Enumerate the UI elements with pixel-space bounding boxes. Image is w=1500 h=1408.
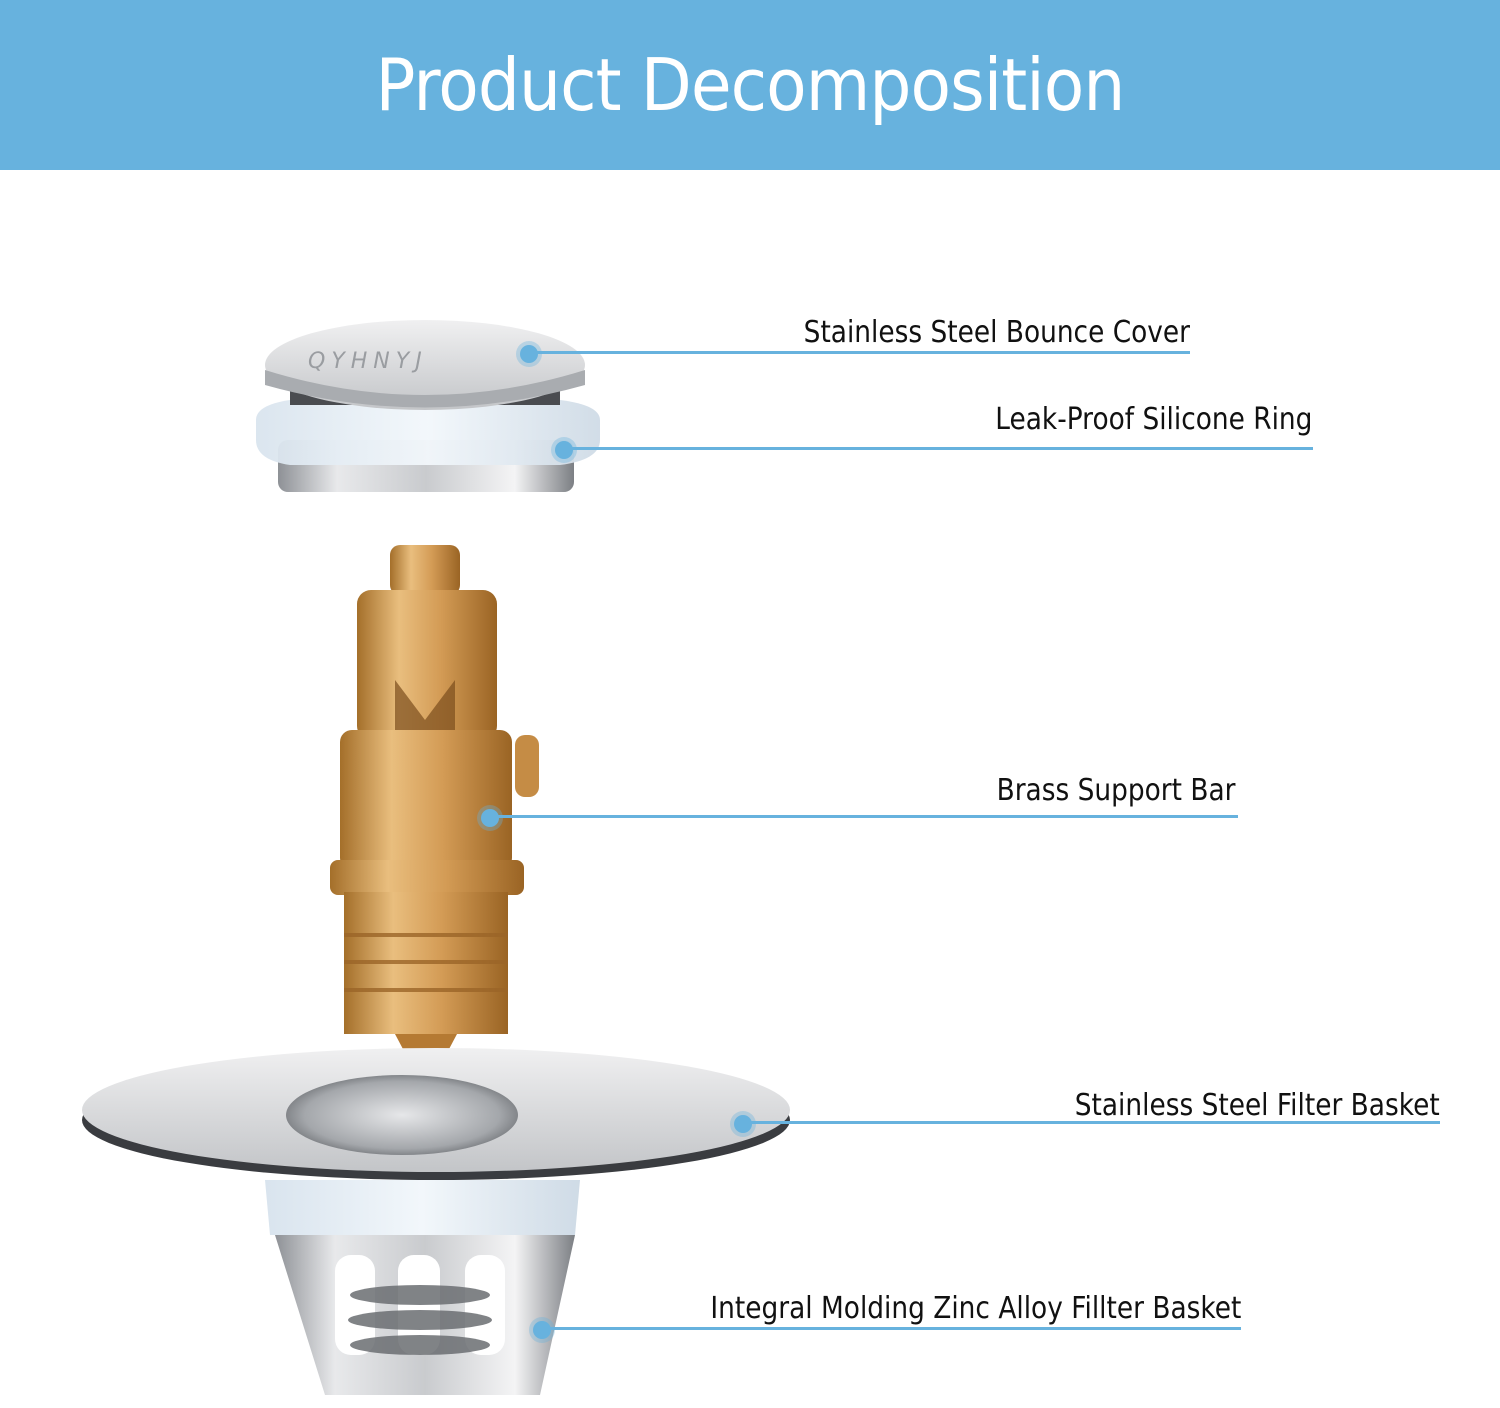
component-label: Leak-Proof Silicone Ring [994,402,1312,437]
callout-leader-line [535,351,1190,354]
exploded-product-illustration: QYHNYJ [82,320,790,1395]
callout-leader-line [749,1121,1440,1124]
callout-leader-line [548,1327,1241,1330]
callout-marker-icon [734,1115,752,1133]
callout-leader-line [570,447,1313,450]
callout-leader-line [496,815,1238,818]
zinc-alloy-basket-illustration [265,1180,580,1395]
header-banner: Product Decomposition [0,0,1500,170]
product-diagram: QYHNYJ [0,170,1500,1408]
component-label: Stainless Steel Bounce Cover [803,315,1190,350]
component-label: Brass Support Bar [997,773,1236,808]
filter-basket-flange-illustration [82,1048,790,1180]
bounce-cover-illustration: QYHNYJ [256,320,600,492]
callout-marker-icon [520,345,538,363]
callout-marker-icon [533,1321,551,1339]
component-label: Integral Molding Zinc Alloy Fillter Bask… [710,1291,1241,1326]
component-label: Stainless Steel Filter Basket [1075,1088,1440,1123]
callout-marker-icon [481,809,499,827]
brass-support-bar-illustration [330,545,539,1085]
brand-engraving: QYHNYJ [308,349,428,374]
callout-marker-icon [555,441,573,459]
page-title: Product Decomposition [375,43,1126,127]
